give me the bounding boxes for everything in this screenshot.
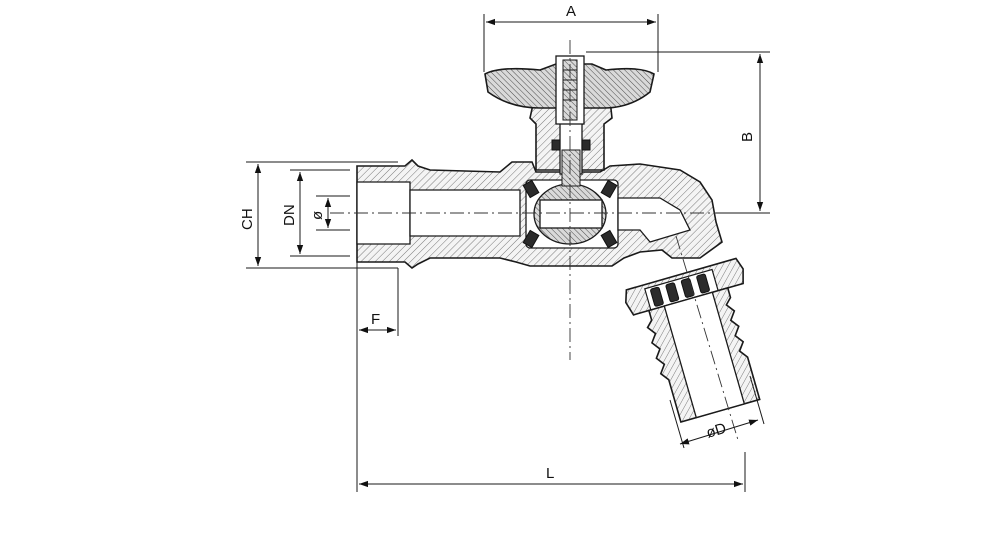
dimension-label-dn: DN: [281, 204, 298, 226]
valve-handle: [484, 55, 655, 125]
valve-bonnet: [529, 99, 613, 187]
dimension-lines: [254, 18, 764, 488]
dimension-label-phi: ø: [309, 211, 326, 220]
dimension-label-a: A: [566, 3, 576, 20]
center-lines: [330, 40, 739, 441]
dimension-label-phi-d: øD: [704, 420, 728, 442]
dimension-label-f: F: [371, 311, 380, 328]
dimension-label-b: B: [739, 132, 756, 142]
dimension-label-l: L: [546, 465, 554, 482]
dimension-label-ch: CH: [239, 208, 256, 230]
extension-lines: [246, 14, 770, 492]
valve-body: [356, 158, 723, 270]
valve-spout: [625, 257, 761, 423]
